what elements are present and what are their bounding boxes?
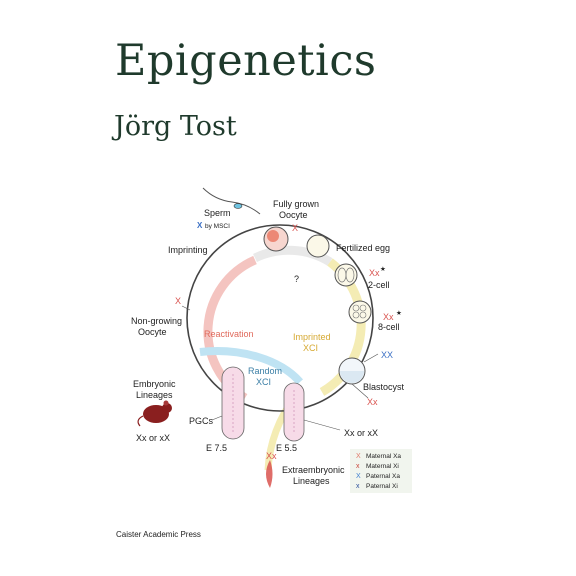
oocyte-x-label: X	[292, 223, 298, 233]
legend-label: Paternal Xi	[366, 483, 398, 490]
fertilized-egg-icon	[306, 234, 330, 258]
eight-cell-icon	[348, 300, 372, 324]
sperm-tail	[202, 187, 261, 215]
book-title: Epigenetics	[115, 36, 377, 86]
fertilized-egg-label: Fertilized egg	[336, 243, 390, 253]
extraembryonic-icon	[266, 460, 273, 488]
nongrowing-label-1: Non-growing	[131, 316, 182, 326]
embryonic-xx-label: Xx or xX	[136, 433, 170, 443]
pgcs-label: PGCs	[189, 416, 214, 426]
fully-grown-label-2: Oocyte	[279, 210, 308, 220]
blastocyst-xx-label: XX	[381, 350, 393, 360]
book-author: Jörg Tost	[114, 111, 237, 142]
embryonic-label-2: Lineages	[136, 390, 173, 400]
random-xci-label-1: Random	[248, 366, 282, 376]
imprinted-xci-label-2: XCI	[303, 343, 318, 353]
epiblast-xx-label: Xx or xX	[344, 428, 378, 438]
upper-grey-arc	[253, 245, 333, 266]
legend-label: Paternal Xa	[366, 473, 400, 480]
imprinted-xci-label-1: Imprinted	[293, 332, 331, 342]
legend-symbol: x	[356, 463, 360, 470]
two-cell-xx-label: Xx	[369, 268, 380, 278]
extra-xx-label: Xx	[266, 451, 277, 461]
question-label: ?	[294, 274, 299, 284]
sperm-msci-label: by MSCI	[205, 223, 230, 230]
sperm-x-label: X	[197, 221, 203, 230]
e75-label: E 7.5	[206, 443, 227, 453]
main-cycle-circle	[186, 224, 374, 412]
nongrowing-x-label: X	[175, 296, 181, 306]
legend-symbol: X	[356, 453, 361, 460]
imprinting-label: Imprinting	[168, 245, 208, 255]
oocyte-nucleus-icon	[267, 230, 279, 242]
legend-symbol: X	[356, 473, 361, 480]
random-xci-arc	[199, 347, 304, 385]
sperm-icon	[233, 203, 243, 209]
random-xci-label-2: XCI	[256, 377, 271, 387]
sperm-label: Sperm	[204, 208, 231, 218]
legend-label: Maternal Xi	[366, 463, 399, 470]
reactivation-label: Reactivation	[204, 329, 254, 339]
embryonic-label-1: Embryonic	[133, 379, 176, 389]
publisher-label: Caister Academic Press	[116, 530, 201, 539]
extra-label-2: Lineages	[293, 476, 330, 486]
two-cell-label: 2-cell	[368, 280, 390, 290]
blastocyst-xx2-label: Xx	[367, 397, 378, 407]
eight-cell-star: ★	[396, 309, 402, 317]
legend-label: Maternal Xa	[366, 453, 401, 460]
fully-grown-label-1: Fully grown	[273, 199, 319, 209]
legend-symbol: x	[356, 483, 360, 490]
e55-label: E 5.5	[276, 443, 297, 453]
nongrowing-label-2: Oocyte	[138, 327, 167, 337]
eight-cell-label: 8-cell	[378, 322, 400, 332]
blastocyst-label: Blastocyst	[363, 382, 405, 392]
eight-cell-xx-label: Xx	[383, 312, 394, 322]
two-cell-star: ★	[380, 265, 386, 273]
extra-label-1: Extraembryonic	[282, 465, 345, 475]
